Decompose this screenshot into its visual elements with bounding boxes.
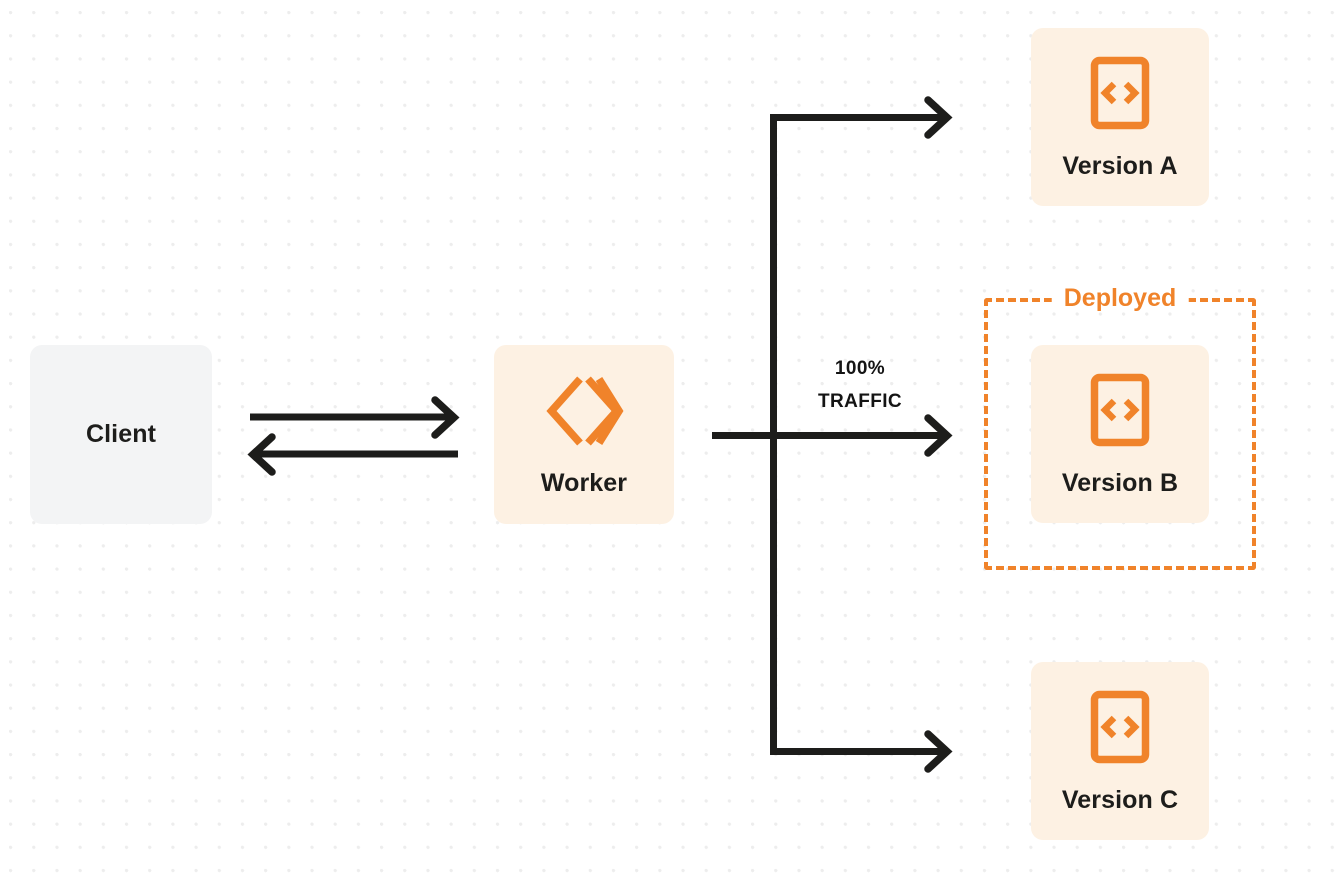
connector-worker-to-client bbox=[247, 433, 458, 476]
connector-worker-to-version-b bbox=[712, 414, 953, 457]
connector-worker-to-version-a bbox=[770, 96, 953, 139]
node-client[interactable]: Client bbox=[30, 345, 212, 524]
node-client-label: Client bbox=[85, 420, 157, 448]
node-version-a[interactable]: Version A bbox=[1031, 28, 1209, 206]
code-file-icon bbox=[1090, 373, 1150, 447]
deployed-group: Deployed bbox=[984, 286, 1256, 570]
cloudflare-workers-logo-icon bbox=[543, 373, 625, 449]
connector-worker-to-version-c bbox=[770, 730, 953, 773]
node-worker[interactable]: Worker bbox=[494, 345, 674, 524]
node-version-b[interactable]: Version B bbox=[1031, 345, 1209, 523]
node-worker-label: Worker bbox=[540, 469, 628, 497]
traffic-caption: TRAFFIC bbox=[817, 391, 903, 413]
connector-client-to-worker bbox=[250, 396, 460, 439]
node-version-c[interactable]: Version C bbox=[1031, 662, 1209, 840]
code-file-icon bbox=[1090, 56, 1150, 130]
node-version-c-label: Version C bbox=[1061, 785, 1179, 814]
node-version-a-label: Version A bbox=[1062, 151, 1178, 180]
node-version-b-label: Version B bbox=[1061, 468, 1179, 497]
deployed-group-label: Deployed bbox=[1051, 286, 1189, 311]
code-file-icon bbox=[1090, 690, 1150, 764]
traffic-annotation: 100% TRAFFIC bbox=[777, 352, 943, 419]
traffic-percent: 100% bbox=[834, 358, 886, 379]
